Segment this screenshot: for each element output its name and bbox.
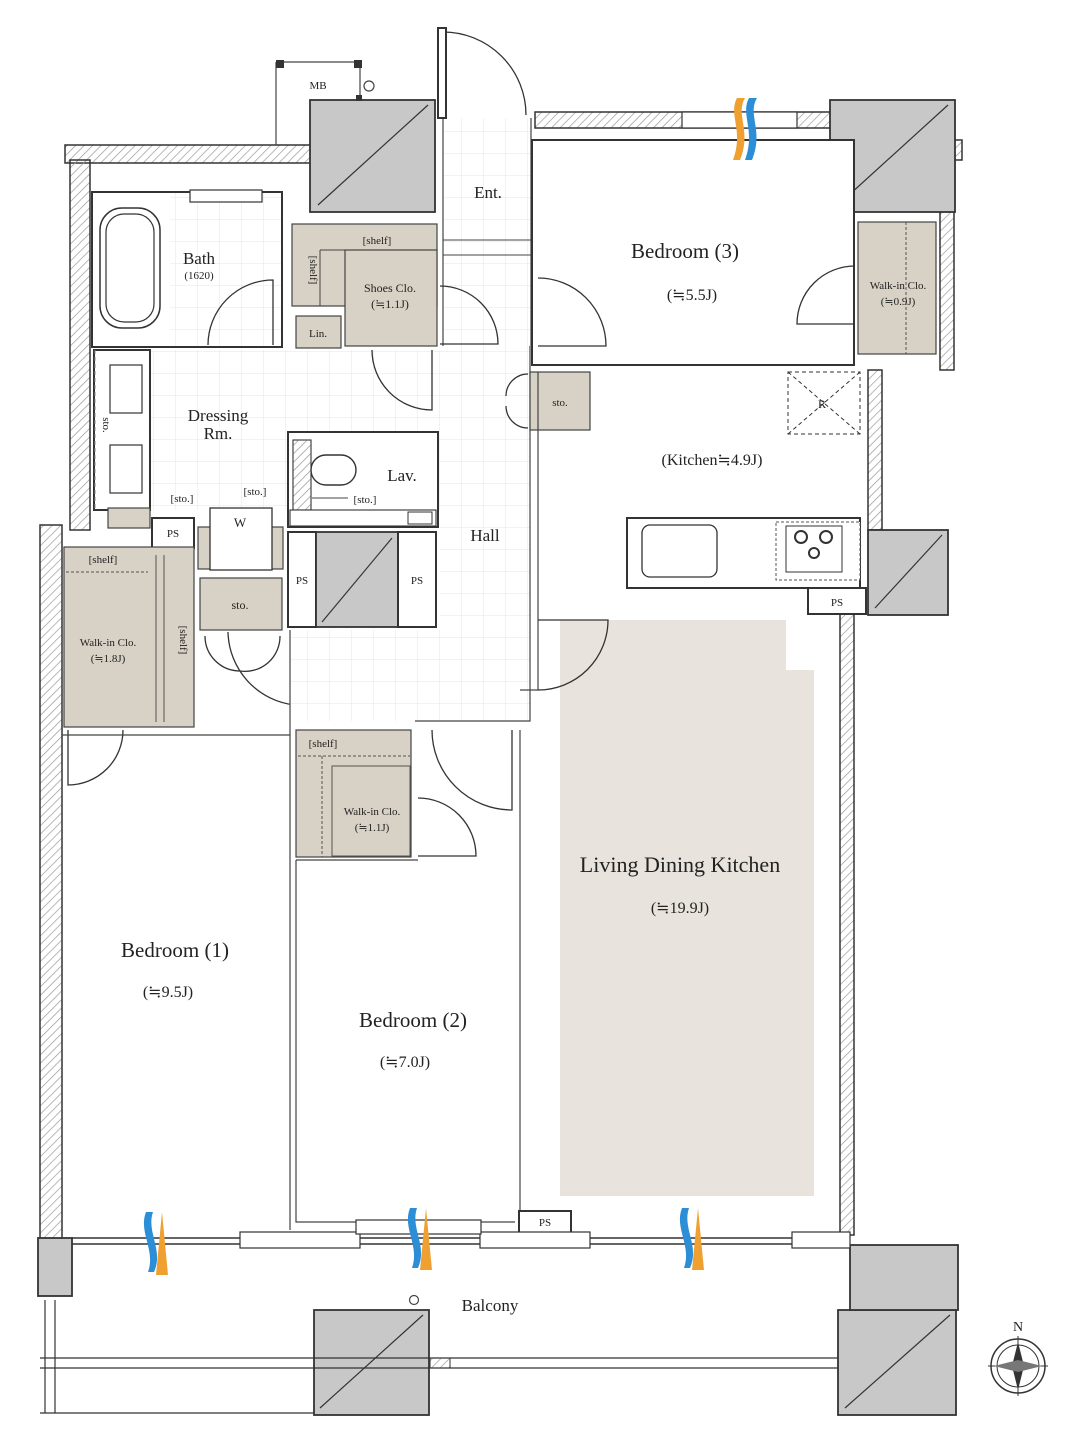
lavatory[interactable]: Lav. [sto.]: [287, 431, 499, 528]
lav-sto-label: [sto.]: [354, 494, 377, 506]
ps-ldk-label: PS: [539, 1217, 551, 1229]
bedroom3-area: (≒5.5J): [667, 287, 717, 304]
dressing-label-1: Dressing: [188, 406, 249, 425]
balcony[interactable]: Balcony: [40, 1294, 838, 1414]
warm-airflow-icon: [733, 98, 745, 160]
walkin1-area: (≒1.8J): [91, 653, 126, 665]
entrance-label: Ent.: [474, 183, 502, 202]
bedroom-3[interactable]: Bedroom (3) (≒5.5J): [531, 111, 855, 366]
ldk-area: (≒19.9J): [651, 900, 709, 917]
ldk-floor-area: [560, 620, 814, 1196]
bath-size: (1620): [184, 270, 214, 282]
cool-airflow-icon: [143, 1212, 158, 1272]
ps-center-left-label: PS: [296, 575, 308, 587]
vanity-sto-label: sto.: [100, 417, 112, 433]
walkin-closet-1[interactable]: [shelf] [shelf] Walk-in Clo. (≒1.8J): [63, 546, 195, 786]
living-dining-kitchen[interactable]: Living Dining Kitchen (≒19.9J) PS: [518, 372, 814, 1234]
bedroom1-area: (≒9.5J): [143, 984, 193, 1001]
linen-closet[interactable]: Lin.: [295, 315, 342, 371]
warm-airflow-icon: [692, 1208, 704, 1270]
ps-kitchen-label: PS: [831, 597, 843, 609]
washer-icon: [209, 507, 273, 571]
bedroom-1[interactable]: Bedroom (1) (≒9.5J): [61, 525, 291, 1230]
bathtub-icon: [99, 207, 161, 329]
shoes-closet[interactable]: [shelf] [shelf] Shoes Clo. (≒1.1J): [291, 223, 499, 347]
hall[interactable]: Hall: [290, 346, 531, 722]
walkin1-label: Walk-in Clo.: [80, 637, 137, 649]
toilet-icon: [310, 454, 357, 486]
laundry-area[interactable]: PS W [sto.] sto.: [151, 486, 296, 706]
walkin2-shelf-label: [shelf]: [309, 738, 338, 750]
burner-icon: [794, 530, 808, 544]
hall-sto-label: sto.: [231, 598, 248, 612]
mb-label: MB: [309, 80, 326, 92]
lavatory-label: Lav.: [387, 466, 417, 485]
bedroom-2[interactable]: Bedroom (2) (≒7.0J): [295, 859, 515, 1223]
walkin3-area: (≒0.9J): [881, 296, 916, 308]
cool-airflow-icon: [745, 98, 757, 160]
sink-icon: [641, 524, 718, 578]
walkin1-shelf-label: [shelf]: [89, 554, 118, 566]
warm-airflow-icon: [156, 1212, 168, 1275]
bath-room[interactable]: Bath (1620): [91, 189, 283, 348]
bedroom2-area: (≒7.0J): [380, 1054, 430, 1071]
cool-airflow-icon: [679, 1208, 694, 1268]
ps-shafts-center: PS PS: [287, 531, 437, 628]
walkin1-side-shelf-label: [shelf]: [177, 626, 189, 655]
dressing-label-2: Rm.: [204, 424, 233, 443]
walkin2-label: Walk-in Clo.: [344, 806, 401, 818]
shoes-closet-area: (≒1.1J): [371, 297, 409, 311]
airflow-indicators: [143, 98, 757, 1275]
north-label: N: [1013, 1320, 1023, 1335]
walkin-closet-3[interactable]: Walk-in Clo. (≒0.9J): [796, 221, 937, 355]
bath-label: Bath: [183, 249, 216, 268]
shoes-side-shelf-label: [shelf]: [307, 256, 319, 285]
compass: N: [988, 1320, 1048, 1396]
bedroom3-label: Bedroom (3): [631, 239, 739, 263]
ldk-label: Living Dining Kitchen: [580, 852, 780, 877]
bedroom1-label: Bedroom (1): [121, 938, 229, 962]
kitchen[interactable]: R (Kitchen≒4.9J) PS: [626, 371, 867, 615]
warm-airflow-icon: [420, 1208, 432, 1270]
bedroom2-label: Bedroom (2): [359, 1008, 467, 1032]
ps-left-label: PS: [167, 528, 179, 540]
cool-airflow-icon: [407, 1208, 422, 1268]
walkin3-label: Walk-in Clo.: [870, 280, 927, 292]
ps-center-right-label: PS: [411, 575, 423, 587]
refrigerator-label: R: [818, 397, 826, 411]
dressing-sto-label: [sto.]: [171, 493, 194, 505]
shoes-closet-label: Shoes Clo.: [364, 281, 416, 295]
entrance[interactable]: Ent.: [437, 27, 532, 346]
hall-label: Hall: [470, 526, 500, 545]
linen-label: Lin.: [309, 328, 327, 340]
south-window-wall: [72, 1219, 851, 1249]
walkin-closet-2[interactable]: [shelf] Walk-in Clo. (≒1.1J): [295, 729, 513, 858]
hall-storage-right[interactable]: sto.: [505, 371, 591, 431]
washer-label: W: [234, 515, 247, 530]
washer-sto-label: [sto.]: [244, 486, 267, 498]
meter-box: MB: [275, 60, 375, 145]
hall-right-sto-label: sto.: [552, 397, 568, 409]
balcony-label: Balcony: [462, 1296, 519, 1315]
walkin2-area: (≒1.1J): [355, 822, 390, 834]
burner-icon: [819, 530, 833, 544]
shoes-shelf-label: [shelf]: [363, 235, 392, 247]
burner-icon: [808, 547, 820, 559]
kitchen-label: (Kitchen≒4.9J): [662, 452, 763, 469]
